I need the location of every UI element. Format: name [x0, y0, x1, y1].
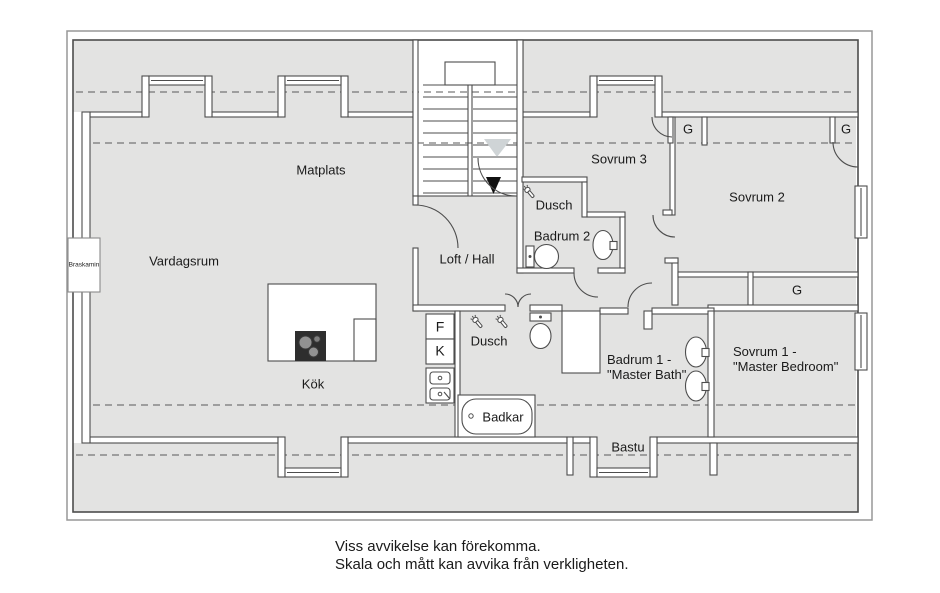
room-label-badrum1-line1: Badrum 1 - — [607, 352, 672, 367]
staircase — [423, 61, 517, 197]
burner — [313, 335, 321, 343]
fridge-label: F — [435, 318, 445, 335]
room-label-kok: Kök — [301, 376, 325, 392]
outer-border — [66, 30, 873, 521]
door-loft-hall — [414, 204, 459, 249]
room-label-dusch-lower: Dusch — [470, 333, 508, 349]
room-label-sovrum1: Sovrum 1 - "Master Bedroom" — [733, 344, 838, 374]
stair-landing — [444, 61, 496, 86]
room-label-sovrum3: Sovrum 3 — [591, 151, 647, 167]
door-closet-g1 — [651, 116, 673, 138]
closet-label-g1: G — [682, 121, 694, 137]
disclaimer-line-2: Skala och mått kan avvika från verklighe… — [335, 556, 629, 573]
faucet — [701, 381, 710, 392]
room-label-braskamin: Braskamin — [68, 261, 100, 269]
freezer-label: K — [435, 342, 445, 359]
fireplace-box — [67, 237, 101, 293]
door-arcs — [414, 116, 859, 308]
door-sovrum2 — [652, 214, 676, 238]
shower-niche — [561, 310, 601, 374]
burner — [298, 335, 313, 350]
stair-direction-arrow-light — [484, 139, 511, 157]
freezer-unit — [425, 338, 455, 365]
ceiling-height-dashed-lines — [76, 91, 855, 456]
faucet — [609, 240, 618, 251]
disclaimer-line-1: Viss avvikelse kan förekomma. — [335, 538, 541, 555]
door-badrum2 — [573, 272, 599, 298]
room-label-badrum2: Badrum 2 — [533, 228, 591, 244]
room-label-sovrum1-line2: "Master Bedroom" — [733, 359, 839, 374]
dormers — [141, 75, 868, 478]
room-label-loft-hall: Loft / Hall — [439, 251, 495, 267]
sink-basin — [429, 387, 451, 401]
closet-label-g3: G — [791, 282, 803, 298]
faucet — [701, 347, 710, 358]
toilet-bowl — [529, 322, 552, 350]
stair-down-arrow — [486, 177, 501, 194]
closet-label-g2: G — [840, 121, 852, 137]
bathtub-drain — [468, 413, 474, 419]
room-label-sovrum2: Sovrum 2 — [729, 189, 785, 205]
room-label-bastu: Bastu — [611, 439, 645, 455]
bathtub — [461, 398, 533, 435]
room-label-sovrum1-line1: Sovrum 1 - — [733, 344, 797, 359]
stair-door-arc — [477, 157, 517, 197]
bath-fixtures — [457, 183, 710, 438]
toilet-bowl — [533, 243, 560, 270]
burner — [308, 346, 319, 358]
door-double-right — [517, 293, 532, 308]
kitchen-island — [267, 283, 377, 362]
kitchen-units — [425, 313, 455, 404]
room-label-badkar: Badkar — [482, 409, 524, 425]
fridge-unit — [425, 313, 455, 340]
room-label-badrum1: Badrum 1 - "Master Bath" — [607, 352, 686, 382]
door-closet-g2 — [832, 141, 859, 168]
sink-basin — [429, 371, 451, 385]
room-label-badrum1-line2: "Master Bath" — [607, 367, 687, 382]
room-label-matplats: Matplats — [296, 162, 346, 178]
door-badrum1 — [627, 282, 653, 308]
room-label-vardagsrum: Vardagsrum — [149, 253, 219, 269]
room-label-dusch-upper: Dusch — [535, 197, 573, 213]
